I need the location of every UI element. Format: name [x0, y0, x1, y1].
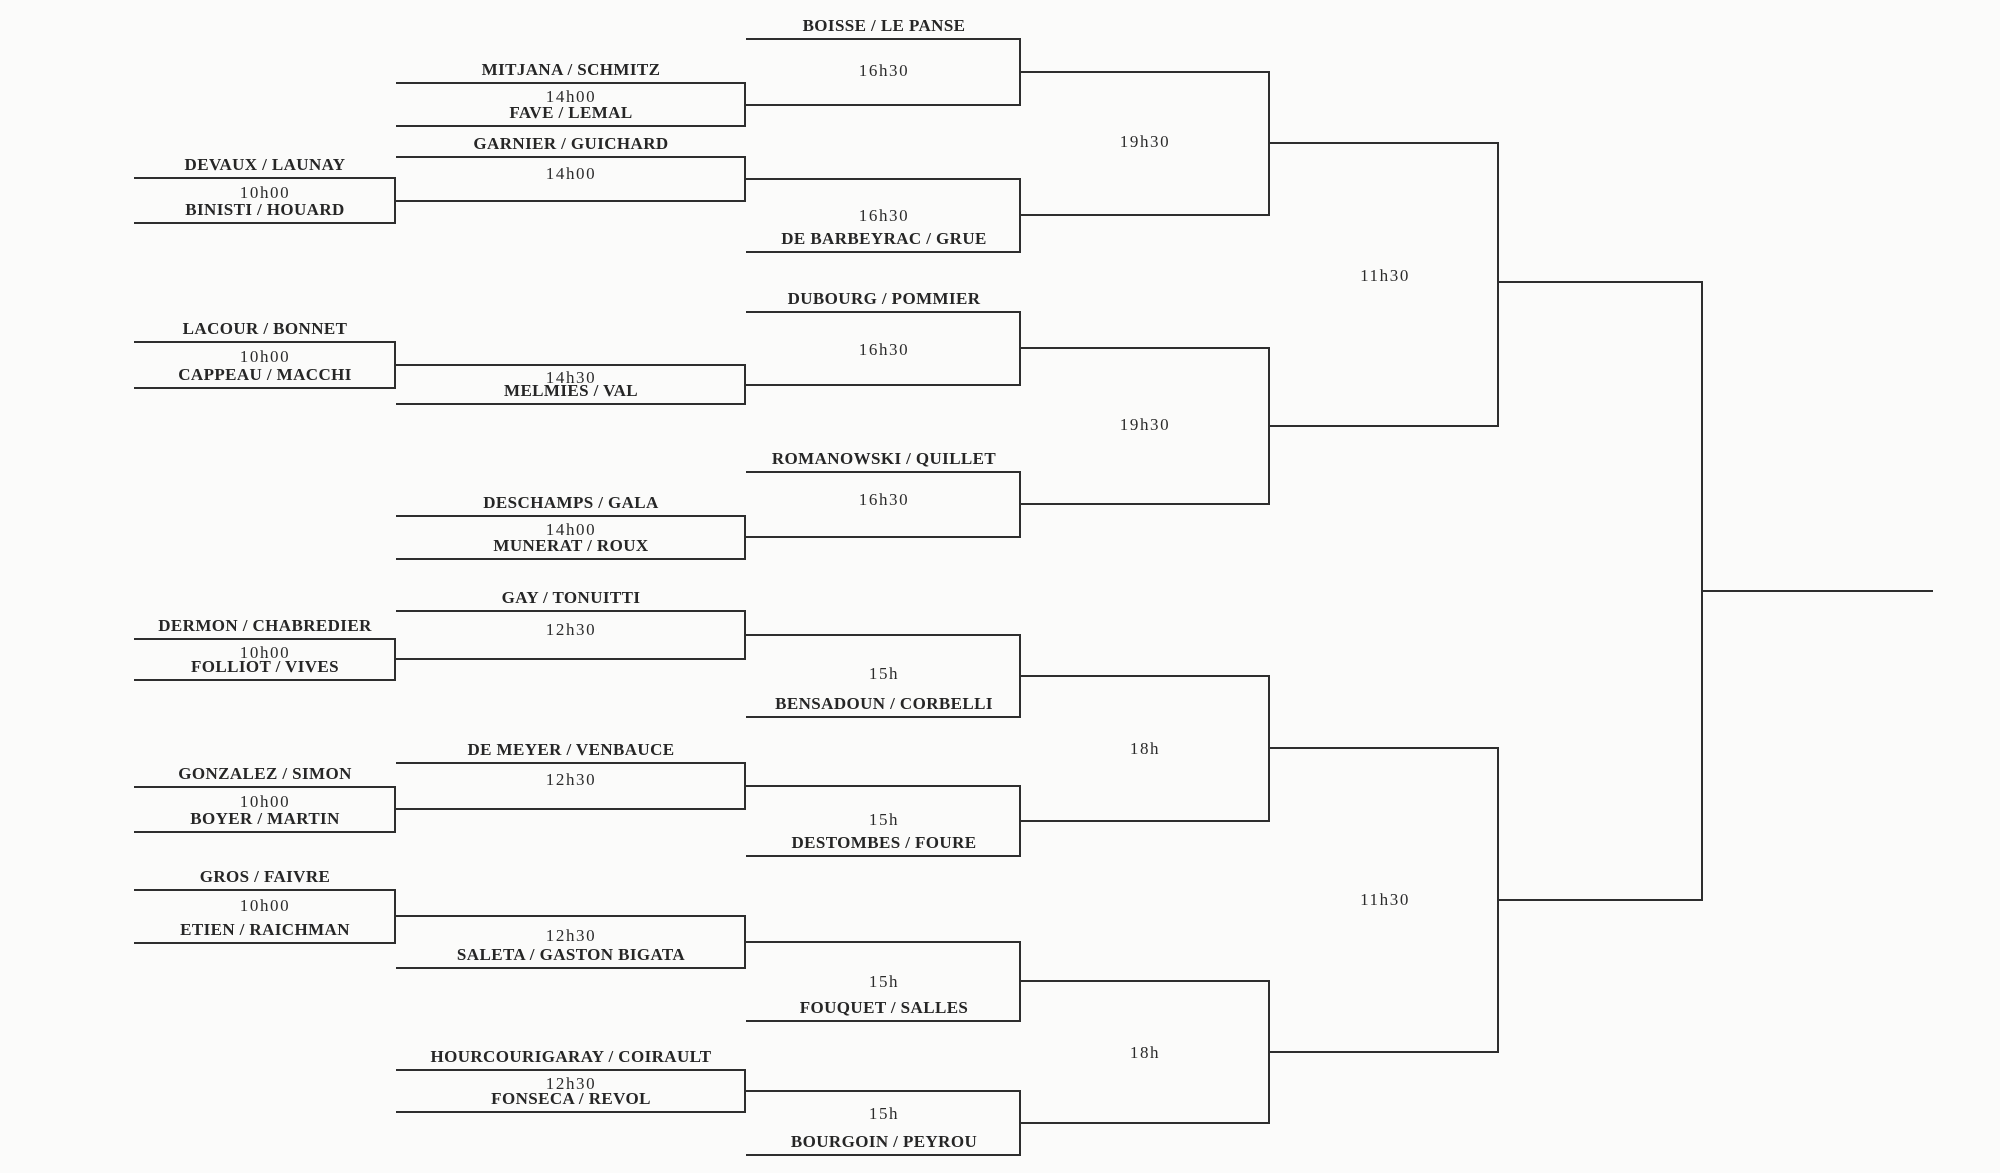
match-time-r1-m4: 10h00: [239, 792, 291, 811]
match-connector-r2-m2: [396, 156, 746, 202]
match-time-r1-m3: 10h00: [239, 643, 291, 662]
team-boisse-le-panse: BOISSE / LE PANSE: [802, 16, 966, 35]
team-garnier-guichard: GARNIER / GUICHARD: [473, 134, 669, 153]
team-binisti-houard: BINISTI / HOUARD: [185, 200, 345, 219]
match-time-r2-m8: 12h30: [545, 1074, 597, 1093]
team-hourcourigaray-coirault: HOURCOURIGARAY / COIRAULT: [430, 1047, 712, 1066]
team-deschamps-gala: DESCHAMPS / GALA: [483, 493, 659, 512]
team-etien-raichman: ETIEN / RAICHMAN: [180, 920, 350, 939]
team-romanowski-quillet: ROMANOWSKI / QUILLET: [771, 449, 997, 468]
match-connector-r3-m4: [746, 471, 1021, 538]
match-connector-r1-m2: [134, 341, 396, 389]
match-connector-r4-m4: [1021, 980, 1270, 1124]
match-time-r3-m8: 15h: [868, 1104, 900, 1123]
match-connector-r3-m1: [746, 38, 1021, 106]
team-bensadoun-corbelli: BENSADOUN / CORBELLI: [775, 694, 993, 713]
team-melmies-val: MELMIES / VAL: [504, 381, 638, 400]
match-time-r3-m4: 16h30: [858, 490, 910, 509]
team-saleta-gaston-bigata: SALETA / GASTON BIGATA: [456, 945, 686, 964]
match-connector-r1-m4: [134, 786, 396, 833]
match-time-r2-m3: 14h30: [545, 368, 597, 387]
match-connector-r2-m1: [396, 82, 746, 127]
match-connector-r3-m6: [746, 785, 1021, 857]
match-time-r4-m1: 19h30: [1119, 132, 1171, 151]
match-connector-r3-m8: [746, 1090, 1021, 1156]
match-time-r2-m4: 14h00: [545, 520, 597, 539]
team-munerat-roux: MUNERAT / ROUX: [493, 536, 649, 555]
team-dubourg-pommier: DUBOURG / POMMIER: [787, 289, 981, 308]
match-time-r3-m6: 15h: [868, 810, 900, 829]
team-bourgoin-peyrou: BOURGOIN / PEYROU: [790, 1132, 978, 1151]
match-connector-r3-m2: [746, 178, 1021, 253]
match-time-r3-m3: 16h30: [858, 340, 910, 359]
match-time-r3-m7: 15h: [868, 972, 900, 991]
match-time-r1-m2: 10h00: [239, 347, 291, 366]
match-connector-r2-m4: [396, 515, 746, 560]
match-time-r5-m1: 11h30: [1360, 266, 1410, 285]
team-fouquet-salles: FOUQUET / SALLES: [799, 998, 969, 1017]
final-winner-line: [1703, 590, 1933, 592]
team-cappeau-macchi: CAPPEAU / MACCHI: [178, 365, 352, 384]
match-connector-r3-m5: [746, 634, 1021, 718]
team-gay-tonuitti: GAY / TONUITTI: [501, 588, 641, 607]
match-connector-r2-m5: [396, 610, 746, 660]
match-connector-r2-m3: [396, 364, 746, 405]
team-fonseca-revol: FONSECA / REVOL: [491, 1089, 651, 1108]
match-connector-r1-m1: [134, 177, 396, 224]
team-de-meyer-venbauce: DE MEYER / VENBAUCE: [467, 740, 675, 759]
team-gonzalez-simon: GONZALEZ / SIMON: [178, 764, 352, 783]
team-mitjana-schmitz: MITJANA / SCHMITZ: [481, 60, 661, 79]
match-connector-r2-m6: [396, 762, 746, 810]
match-time-r2-m2: 14h00: [545, 164, 597, 183]
match-connector-r2-m8: [396, 1069, 746, 1113]
match-time-r2-m5: 12h30: [545, 620, 597, 639]
team-folliot-vives: FOLLIOT / VIVES: [190, 657, 340, 676]
match-time-r2-m7: 12h30: [545, 926, 597, 945]
match-connector-r5-m2: [1270, 747, 1499, 1053]
match-time-r3-m5: 15h: [868, 664, 900, 683]
team-de-barbeyrac-grue: DE BARBEYRAC / GRUE: [781, 229, 987, 248]
match-connector-r3-m3: [746, 311, 1021, 386]
match-time-r3-m1: 16h30: [858, 61, 910, 80]
team-boyer-martin: BOYER / MARTIN: [190, 809, 340, 828]
match-connector-r3-m7: [746, 941, 1021, 1022]
team-destombes-foure: DESTOMBES / FOURE: [791, 833, 977, 852]
match-time-r4-m4: 18h: [1129, 1043, 1161, 1062]
match-connector-final: [1499, 281, 1703, 901]
match-connector-r1-m5: [134, 889, 396, 944]
match-time-r1-m1: 10h00: [239, 183, 291, 202]
match-time-r2-m6: 12h30: [545, 770, 597, 789]
team-devaux-launay: DEVAUX / LAUNAY: [184, 155, 346, 174]
team-gros-faivre: GROS / FAIVRE: [199, 867, 331, 886]
match-connector-r4-m1: [1021, 71, 1270, 216]
team-dermon-chabredier: DERMON / CHABREDIER: [158, 616, 372, 635]
team-fave-lemal: FAVE / LEMAL: [509, 103, 633, 122]
match-time-r4-m3: 18h: [1129, 739, 1161, 758]
match-connector-r1-m3: [134, 638, 396, 681]
match-time-r4-m2: 19h30: [1119, 415, 1171, 434]
team-lacour-bonnet: LACOUR / BONNET: [182, 319, 348, 338]
match-connector-r4-m2: [1021, 347, 1270, 505]
match-time-r2-m1: 14h00: [545, 87, 597, 106]
match-connector-r2-m7: [396, 915, 746, 969]
match-connector-r4-m3: [1021, 675, 1270, 822]
match-connector-r5-m1: [1270, 142, 1499, 427]
match-time-r3-m2: 16h30: [858, 206, 910, 225]
match-time-r1-m5: 10h00: [239, 896, 291, 915]
match-time-r5-m2: 11h30: [1360, 890, 1410, 909]
